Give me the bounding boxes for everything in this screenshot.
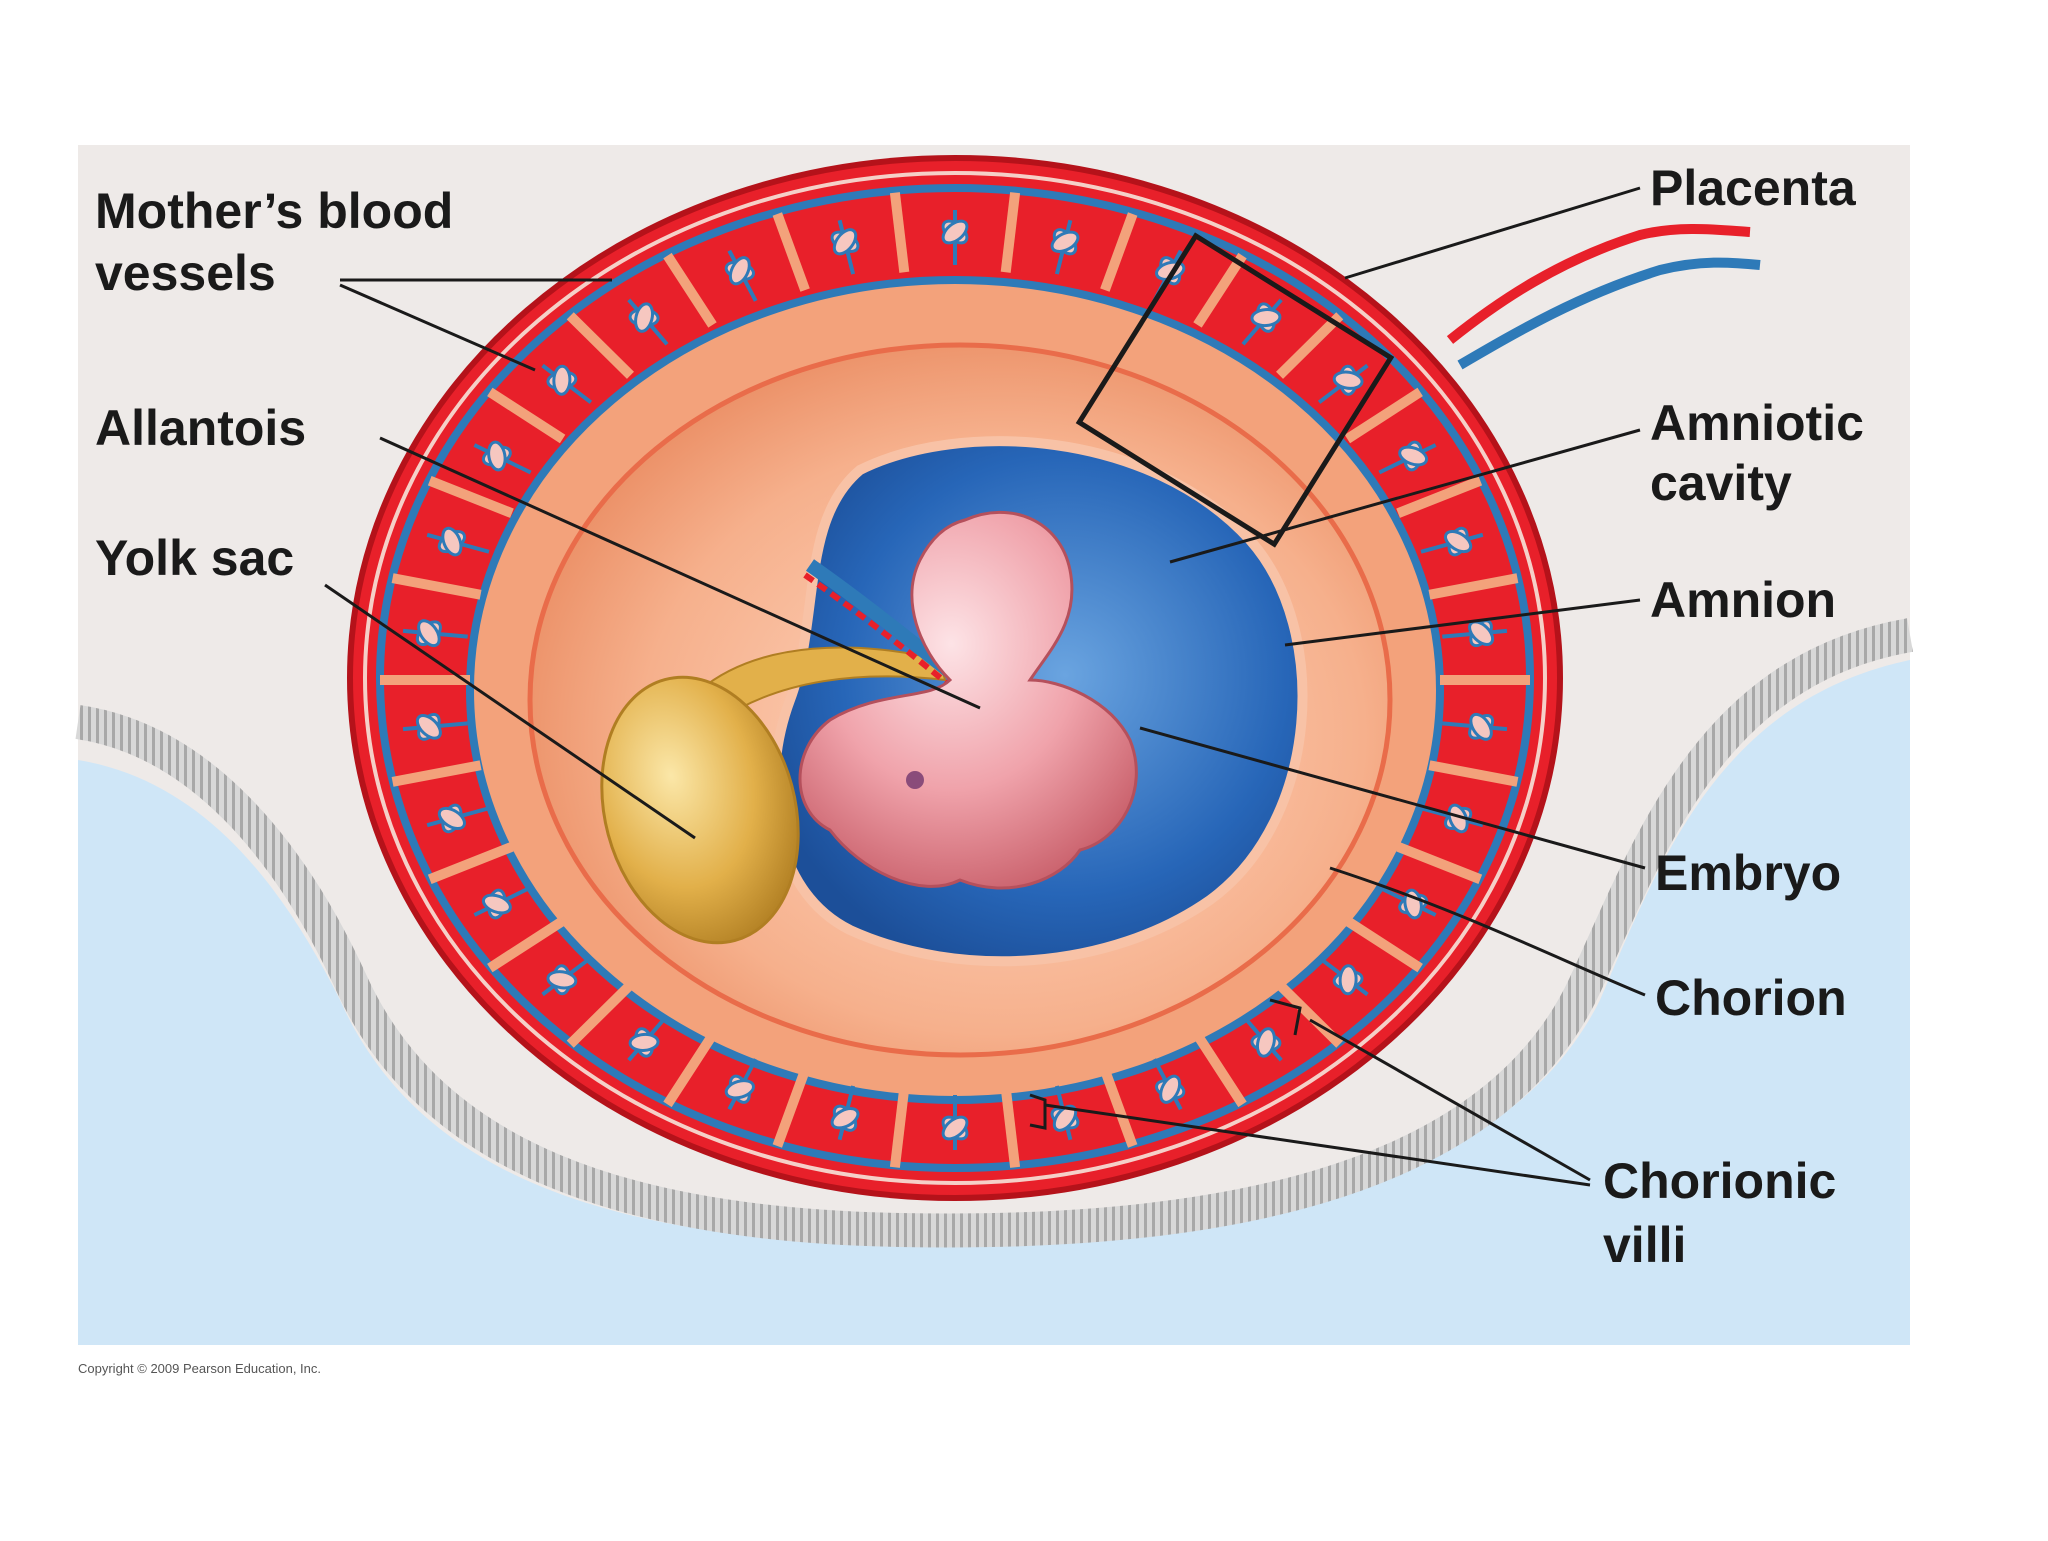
placental-septum	[1276, 312, 1344, 379]
chorionic-villus	[426, 526, 490, 557]
placental-septum	[427, 476, 514, 518]
placental-septum	[1193, 252, 1247, 328]
placental-septum	[772, 212, 810, 292]
leader-lines	[324, 186, 1646, 1187]
placental-septum	[1000, 1087, 1021, 1168]
villi-bracket-2	[1029, 1093, 1047, 1130]
copyright-notice: Copyright © 2009 Pearson Education, Inc.	[78, 1361, 321, 1376]
placental-septum	[566, 312, 634, 379]
chorionic-villus	[1152, 1058, 1186, 1111]
placental-septum	[889, 192, 910, 273]
leader-amniotic-cavity	[1169, 428, 1641, 564]
chorionic-villus	[627, 1014, 669, 1062]
placental-septum	[663, 1032, 717, 1108]
label-chorionic-villi-line2: villi	[1603, 1217, 1686, 1273]
outer-vessel-ring-red	[363, 171, 1547, 1185]
chorionic-villus	[941, 1095, 969, 1150]
chorionic-villus	[1420, 803, 1484, 834]
chorionic-villus	[830, 1085, 860, 1141]
leader-chorion	[1329, 866, 1646, 997]
chorionic-villus	[402, 619, 468, 648]
leader-embryo	[1139, 726, 1646, 870]
leader-villi-1	[1309, 1018, 1591, 1182]
chorionic-villus	[830, 219, 860, 275]
chorionic-villus	[1317, 363, 1369, 404]
chorionic-villus	[627, 298, 669, 346]
label-allantois: Allantois	[95, 400, 306, 456]
placental-septum	[663, 252, 717, 328]
allantois-stalk-red	[803, 572, 957, 693]
label-placenta: Placenta	[1650, 160, 1857, 216]
chorionic-villus	[402, 712, 468, 741]
placental-septa	[380, 192, 1530, 1168]
chorionic-villus	[1317, 956, 1369, 997]
chorionic-villus	[724, 249, 758, 302]
placental-septum	[487, 387, 566, 444]
chorionic-villus	[473, 440, 532, 475]
chorionic-villus	[541, 956, 593, 997]
label-amniotic-cavity-line2: cavity	[1650, 455, 1792, 511]
placental-septum	[487, 916, 566, 973]
chorionic-villus	[1378, 440, 1437, 475]
embryo	[798, 510, 1138, 890]
placental-septum	[566, 981, 634, 1048]
placental-septum	[889, 1087, 910, 1168]
uterine-wall	[75, 618, 1913, 1248]
label-embryo: Embryo	[1655, 845, 1841, 901]
chorionic-villus	[1050, 219, 1080, 275]
leader-amnion	[1284, 598, 1641, 647]
chorionic-villus	[541, 363, 593, 404]
placental-septum	[1000, 192, 1021, 273]
label-yolk-sac: Yolk sac	[95, 530, 294, 586]
label-amniotic-cavity-line1: Amniotic	[1650, 395, 1864, 451]
label-mothers-blood-vessels-line2: vessels	[95, 245, 276, 301]
label-mothers-blood-vessels-line1: Mother’s blood	[95, 183, 453, 239]
chorionic-villus	[1241, 1014, 1283, 1062]
leader-allantois	[379, 436, 981, 710]
chorionic-villus	[1420, 526, 1484, 557]
chorionic-villus	[426, 803, 490, 834]
yolk-sac	[600, 675, 800, 945]
embryo-eye	[906, 771, 924, 789]
placental-septum	[1344, 387, 1423, 444]
villi-bracket-1	[1269, 998, 1302, 1036]
placental-septum	[391, 760, 482, 787]
placental-septum	[1396, 476, 1483, 518]
leader-villi-2	[1044, 1103, 1591, 1187]
placental-septum	[391, 573, 482, 600]
uterine-cavity	[78, 660, 1910, 1345]
placental-septum	[772, 1068, 810, 1148]
leader-placenta	[1344, 186, 1641, 280]
chorionic-villi	[402, 210, 1508, 1150]
chorionic-villus	[724, 1058, 758, 1111]
chorionic-villus	[1050, 1085, 1080, 1141]
maternal-vein	[1457, 257, 1761, 370]
placental-septum	[1100, 1068, 1138, 1148]
chorionic-villus	[1442, 712, 1508, 741]
label-amnion: Amnion	[1650, 572, 1836, 628]
placental-septum	[1193, 1032, 1247, 1108]
placental-septum	[1344, 916, 1423, 973]
maternal-artery	[1446, 223, 1751, 344]
label-chorionic-villi-line1: Chorionic	[1603, 1153, 1836, 1209]
placental-septum	[1396, 842, 1483, 884]
leader-yolk-sac	[324, 583, 696, 840]
placenta-detail-box	[1075, 232, 1395, 548]
placental-septum	[1428, 573, 1519, 600]
leader-mothers-vessels-2	[339, 283, 536, 372]
chorionic-villus	[1442, 619, 1508, 648]
placental-septum	[1428, 760, 1519, 787]
chorionic-villus	[1241, 298, 1283, 346]
chorionic-villus	[941, 210, 969, 265]
label-chorion: Chorion	[1655, 970, 1847, 1026]
placental-septum	[1276, 981, 1344, 1048]
placental-septum	[1100, 212, 1138, 292]
chorionic-villus	[473, 885, 532, 920]
placental-septum	[427, 842, 514, 884]
